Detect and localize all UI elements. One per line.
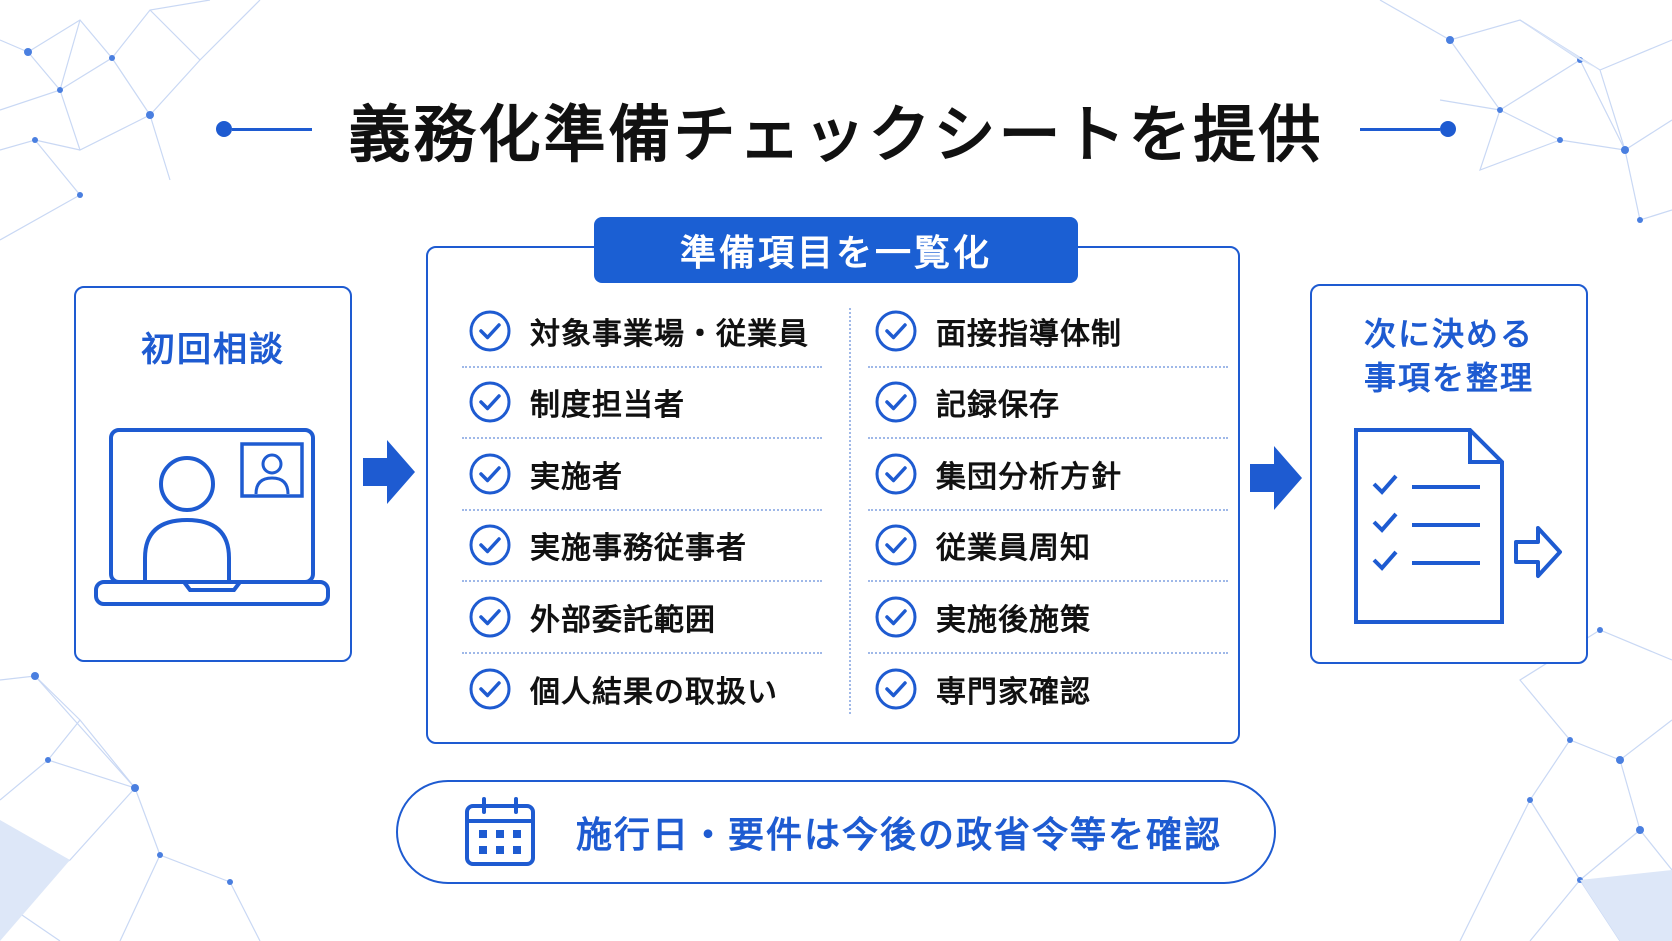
next-decisions-title-line2: 事項を整理 (1363, 359, 1534, 397)
check-circle-icon (875, 310, 917, 352)
deco-dot (216, 121, 233, 137)
check-circle-icon (469, 453, 511, 495)
checklist-item: 個人結果の取扱い (462, 654, 822, 726)
deco-line (232, 127, 313, 131)
checklist-item: 外部委託範囲 (462, 582, 822, 654)
check-circle-icon (875, 524, 917, 566)
checklist-document-icon (1354, 428, 1562, 624)
enforcement-note: 施行日・要件は今後の政省令等を確認 (396, 780, 1276, 884)
check-circle-icon (469, 668, 511, 710)
deco-dot (1439, 121, 1456, 137)
enforcement-note-text: 施行日・要件は今後の政省令等を確認 (576, 815, 1223, 856)
checklist-right-column: 面接指導体制記録保存集団分析方針従業員周知実施後施策専門家確認 (868, 296, 1228, 725)
arrow-right-icon (1250, 446, 1302, 510)
checklist-item: 対象事業場・従業員 (462, 296, 822, 368)
calendar-icon (465, 797, 535, 866)
check-circle-icon (875, 453, 917, 495)
next-decisions-title-line1: 次に決める (1363, 315, 1534, 353)
checklist-item: 制度担当者 (462, 368, 822, 439)
title-row: 義務化準備チェックシートを提供 (0, 84, 1672, 174)
check-circle-icon (875, 668, 917, 710)
checklist-item: 従業員周知 (868, 511, 1228, 582)
checklist-item: 実施後施策 (868, 582, 1228, 654)
checklist-item: 実施者 (462, 439, 822, 511)
check-circle-icon (469, 596, 511, 638)
checklist-item: 実施事務従事者 (462, 511, 822, 582)
checklist-item: 記録保存 (868, 368, 1228, 439)
initial-consultation-title: 初回相談 (141, 330, 285, 370)
checklist-item-label: 記録保存 (936, 388, 1060, 424)
next-decisions-title: 次に決める 事項を整理 (1312, 312, 1586, 400)
checklist-card (426, 246, 1240, 744)
checklist-item-label: 集団分析方針 (936, 459, 1122, 495)
checklist-item-label: 個人結果の取扱い (530, 675, 778, 711)
check-circle-icon (469, 310, 511, 352)
check-circle-icon (875, 596, 917, 638)
check-circle-icon (469, 524, 511, 566)
column-divider (849, 308, 851, 714)
checklist-item: 集団分析方針 (868, 439, 1228, 511)
check-circle-icon (469, 381, 511, 423)
deco-line (1359, 127, 1440, 131)
checklist-item-label: 外部委託範囲 (530, 602, 716, 638)
checklist-item-label: 面接指導体制 (936, 316, 1122, 352)
title-left-decoration (216, 121, 313, 137)
checklist-item-label: 実施後施策 (936, 602, 1091, 638)
checklist-header: 準備項目を一覧化 (594, 217, 1078, 283)
checklist-item-label: 制度担当者 (530, 388, 685, 424)
checklist-left-column: 対象事業場・従業員制度担当者実施者実施事務従事者外部委託範囲個人結果の取扱い (462, 296, 822, 725)
initial-consultation-card: 初回相談 (74, 286, 352, 662)
check-circle-icon (875, 381, 917, 423)
checklist-item-label: 従業員周知 (936, 531, 1091, 567)
page-title: 義務化準備チェックシートを提供 (348, 98, 1324, 171)
checklist-item-label: 専門家確認 (936, 675, 1091, 711)
checklist-item: 面接指導体制 (868, 296, 1228, 368)
arrow-right-icon (363, 440, 415, 504)
checklist-item-label: 実施事務従事者 (530, 531, 747, 567)
checklist-item-label: 対象事業場・従業員 (530, 316, 809, 352)
video-call-laptop-icon (94, 428, 330, 606)
checklist-item: 専門家確認 (868, 654, 1228, 726)
checklist-item-label: 実施者 (530, 459, 623, 495)
title-right-decoration (1359, 121, 1456, 137)
next-decisions-card: 次に決める 事項を整理 (1310, 284, 1588, 664)
